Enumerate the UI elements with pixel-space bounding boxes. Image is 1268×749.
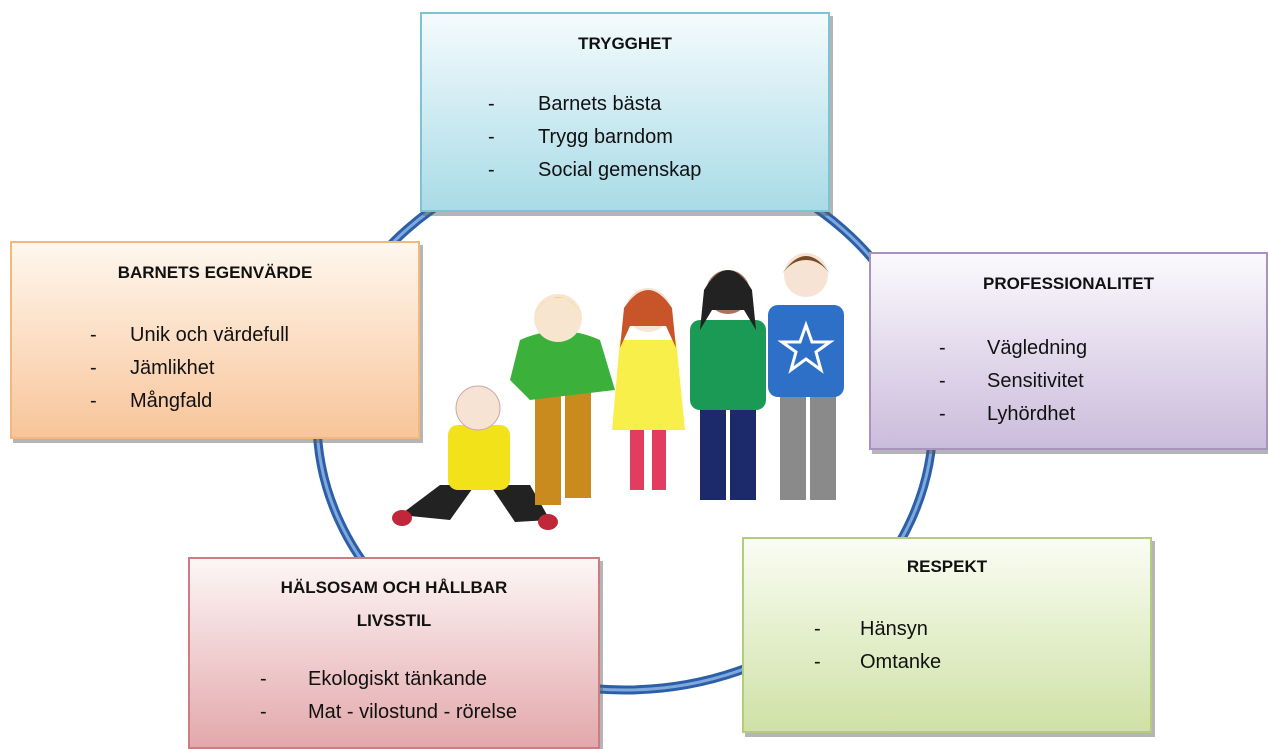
- value-box-trygghet: TRYGGHET - Barnets bästa - Trygg barndom -…: [420, 12, 830, 212]
- list-item: - Jämlikhet: [90, 352, 418, 385]
- value-box-professionalitet: PROFESSIONALITET - Vägledning - Sensitivit…: [869, 252, 1268, 450]
- list-item: - Ekologiskt tänkande: [260, 663, 598, 696]
- list-item-text: Unik och värdefull: [130, 324, 289, 346]
- bullet-dash: -: [488, 126, 495, 148]
- bullet-dash: -: [260, 668, 267, 690]
- list-item: - Lyhördhet: [939, 398, 1266, 431]
- value-box-respekt: RESPEKT - Hänsyn - Omtanke: [742, 537, 1152, 733]
- box-title-line2: LIVSSTIL: [356, 611, 432, 630]
- list-item: - Trygg barndom: [488, 121, 828, 154]
- list-item: - Unik och värdefull: [90, 319, 418, 352]
- list-item-text: Omtanke: [860, 651, 942, 673]
- list-item: - Sensitivitet: [939, 365, 1266, 398]
- child-yellow-dress: [612, 288, 685, 490]
- box-title: HÄLSOSAM OCH HÅLLBAR LIVSSTIL: [190, 571, 598, 637]
- list-item-text: Ekologiskt tänkande: [308, 668, 488, 690]
- list-item-text: Mat - vilostund - rörelse: [308, 701, 517, 723]
- list-item: - Omtanke: [814, 646, 1150, 679]
- value-list: - Hänsyn - Omtanke: [814, 613, 1150, 679]
- box-title: BARNETS EGENVÄRDE: [117, 263, 313, 282]
- value-box-egenvarde: BARNETS EGENVÄRDE - Unik och värdefull - J…: [10, 241, 420, 439]
- list-item: - Hänsyn: [814, 613, 1150, 646]
- value-list: - Vägledning - Sensitivitet - Lyhördhet: [939, 332, 1266, 431]
- list-item-text: Social gemenskap: [538, 159, 702, 181]
- bullet-dash: -: [90, 357, 97, 379]
- children-illustration: [392, 253, 844, 530]
- bullet-dash: -: [814, 651, 821, 673]
- child-sitting: [392, 385, 558, 530]
- list-item-text: Vägledning: [987, 337, 1088, 359]
- list-item-text: Trygg barndom: [538, 126, 673, 148]
- value-box-halsa: HÄLSOSAM OCH HÅLLBAR LIVSSTIL - Ekologisk…: [188, 557, 600, 749]
- bullet-dash: -: [488, 93, 495, 115]
- list-item-text: Hänsyn: [860, 618, 928, 640]
- list-item-text: Lyhördhet: [987, 403, 1076, 425]
- child-blue-sweater: [768, 253, 844, 500]
- list-item: - Mångfald: [90, 385, 418, 418]
- bullet-dash: -: [90, 324, 97, 346]
- bullet-dash: -: [939, 403, 946, 425]
- box-title: TRYGGHET: [578, 34, 672, 53]
- box-title: PROFESSIONALITET: [983, 274, 1154, 293]
- box-title-line1: HÄLSOSAM OCH HÅLLBAR: [280, 578, 508, 597]
- bullet-dash: -: [939, 370, 946, 392]
- list-item: - Barnets bästa: [488, 88, 828, 121]
- list-item: - Mat - vilostund - rörelse: [260, 696, 598, 729]
- list-item-text: Sensitivitet: [987, 370, 1084, 392]
- value-list: - Unik och värdefull - Jämlikhet - Mångfald: [90, 319, 418, 418]
- value-list: - Barnets bästa - Trygg barndom - Social ge…: [488, 88, 828, 187]
- bullet-dash: -: [90, 390, 97, 412]
- bullet-dash: -: [814, 618, 821, 640]
- box-title: RESPEKT: [906, 557, 988, 576]
- bullet-dash: -: [939, 337, 946, 359]
- list-item: - Social gemenskap: [488, 154, 828, 187]
- value-list: - Ekologiskt tänkande - Mat - vilostund - …: [260, 663, 598, 729]
- bullet-dash: -: [488, 159, 495, 181]
- child-dark-hair: [690, 270, 766, 500]
- list-item-text: Mångfald: [130, 390, 213, 412]
- child-green-shirt: [510, 294, 615, 505]
- list-item: - Vägledning: [939, 332, 1266, 365]
- list-item-text: Barnets bästa: [538, 93, 662, 115]
- list-item-text: Jämlikhet: [130, 357, 215, 379]
- bullet-dash: -: [260, 701, 267, 723]
